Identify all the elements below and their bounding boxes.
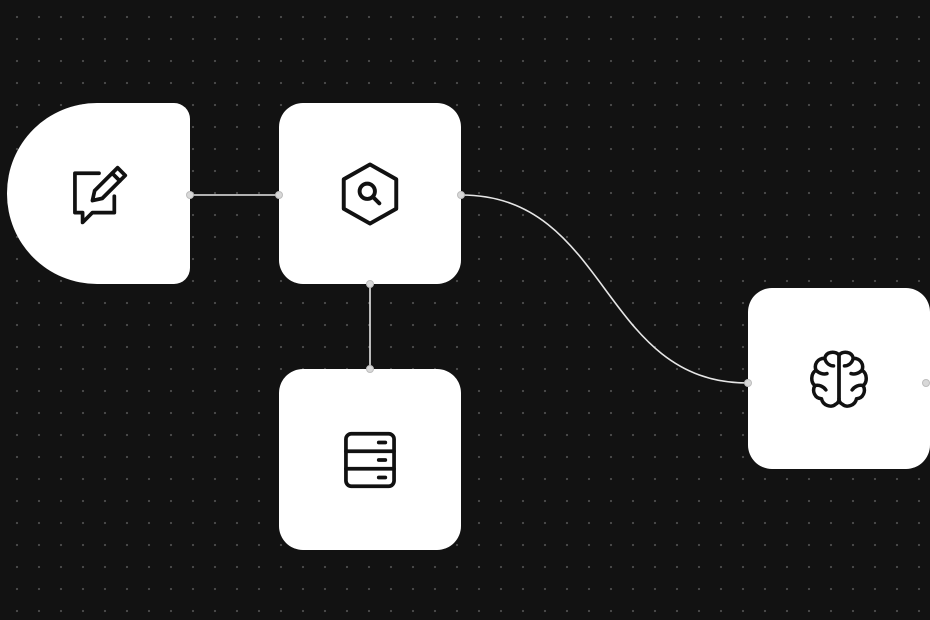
search-node-output-port[interactable] (457, 191, 465, 199)
brain-node-input-port[interactable] (744, 379, 752, 387)
search-node-bottom-port[interactable] (366, 280, 374, 288)
brain-node[interactable] (748, 288, 930, 469)
server-database-icon (344, 431, 396, 488)
search-node-input-port[interactable] (275, 191, 283, 199)
hexagon-search-icon (341, 162, 399, 225)
search-node[interactable] (279, 103, 461, 284)
brain-icon (810, 350, 868, 408)
database-node[interactable] (279, 369, 461, 550)
edit-message-icon (72, 165, 127, 224)
input-node[interactable] (7, 103, 190, 284)
brain-node-output-port[interactable] (922, 379, 930, 387)
input-node-output-port[interactable] (186, 191, 194, 199)
edge-search-brain[interactable] (460, 194, 749, 384)
database-node-top-port[interactable] (366, 365, 374, 373)
